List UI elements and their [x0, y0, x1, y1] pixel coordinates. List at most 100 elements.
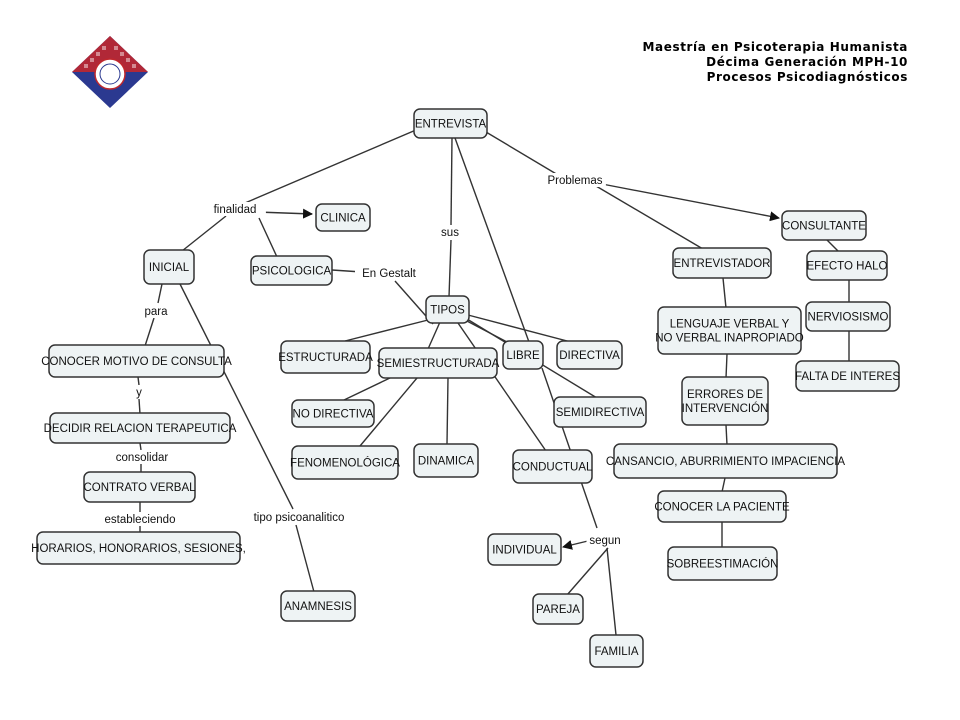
concept-node-entrevista: ENTREVISTA [413, 108, 488, 139]
concept-node-box [553, 396, 647, 428]
header-line-course: Procesos Psicodiagnósticos [706, 70, 908, 84]
concept-node-label: FALTA DE INTERES [795, 371, 900, 383]
header-title-block: Maestría en Psicoterapia Humanista Décim… [642, 40, 908, 85]
linking-phrase-text: sus [441, 227, 459, 239]
concept-node-box [795, 360, 900, 392]
concept-node-box [250, 255, 333, 286]
concept-node-fenomenologica: FENOMENOLÓGICA [290, 445, 400, 480]
concept-node-label: CLINICA [320, 213, 366, 225]
concept-node-label: CONTRATO VERBAL [83, 482, 196, 494]
concept-node-psicologica: PSICOLOGICA [250, 255, 333, 286]
concept-node-label: SEMIDIRECTIVA [556, 407, 645, 419]
edge-semiestructurada-to-dinamica [446, 377, 449, 445]
concept-node-label: ESTRUCTURADA [278, 352, 373, 364]
concept-node-label: SEMIESTRUCTURADA [377, 358, 500, 370]
edge-semiestructurada-to-no-directiva [343, 376, 393, 401]
concept-node-label: CONSULTANTE [782, 221, 866, 233]
concept-node-label: TIPOS [430, 305, 465, 317]
concept-node-label: CANSANCIO, ABURRIMIENTO IMPACIENCIA [606, 456, 846, 468]
concept-node-entrevistador: ENTREVISTADOR [672, 247, 772, 279]
concept-node-label: ENTREVISTADOR [674, 258, 771, 270]
concept-node-label: CONOCER MOTIVO DE CONSULTA [41, 356, 232, 368]
concept-node-box [487, 533, 562, 566]
concept-node-tipos: TIPOS [425, 295, 470, 324]
concept-node-box [556, 340, 623, 370]
concept-node-box [36, 531, 241, 565]
concept-node-box [672, 247, 772, 279]
concept-node-label: INTERVENCIÓN [682, 402, 769, 415]
linking-phrase-sus: sus [437, 225, 463, 239]
edge-decidir-to-consolidar [139, 442, 142, 451]
linking-phrase-tipo-psicoanalitico: tipo psicoanalitico [237, 510, 361, 524]
edge-y-to-decidir [138, 398, 141, 415]
concept-node-label: DINAMICA [418, 456, 475, 468]
concept-node-box [291, 399, 375, 428]
edge-entrevistador-to-lenguaje [722, 277, 727, 309]
linking-phrases: finalidadsusProblemasparayconsolidaresta… [96, 173, 624, 547]
concept-node-box [781, 210, 867, 241]
concept-node-box [413, 108, 488, 139]
edge-problemas-to-entrevistador [595, 185, 704, 250]
logo-diamond [72, 36, 148, 108]
concept-node-box [49, 412, 231, 444]
concept-node-horarios: HORARIOS, HONORARIOS, SESIONES, [31, 531, 246, 565]
concept-node-semiestructurada: SEMIESTRUCTURADA [377, 347, 500, 379]
edge-tipos-to-conductual [457, 322, 547, 452]
linking-phrase-text: finalidad [214, 204, 257, 216]
concept-node-box [532, 593, 584, 625]
concept-node-directiva: DIRECTIVA [556, 340, 623, 370]
concept-node-label: PSICOLOGICA [252, 266, 332, 278]
concept-node-label: DECIDIR RELACION TERAPEUTICA [44, 423, 237, 435]
concept-node-label: ANAMNESIS [284, 601, 352, 613]
concept-node-box [589, 634, 644, 668]
edge-errores-to-cansancio [725, 424, 728, 446]
concept-node-label: INDIVIDUAL [492, 545, 557, 557]
concept-node-label: LIBRE [506, 350, 540, 362]
edge-finalidad-to-inicial [181, 215, 227, 252]
edge-para-to-conocer-motivo [144, 317, 155, 347]
edge-inicial-to-tipo-psicoanalitico [179, 283, 294, 510]
concept-node-label: PAREJA [536, 604, 580, 616]
concept-node-box [512, 449, 593, 484]
concept-node-label: SOBREESTIMACIÓN [667, 558, 779, 571]
edge-consultante-to-efecto-halo [826, 239, 840, 253]
concept-node-label: LENGUAJE VERBAL Y [670, 319, 790, 331]
edge-tipo-psicoanalitico-to-anamnesis [295, 524, 315, 593]
concept-node-label: CONDUCTUAL [513, 462, 593, 474]
edge-conocer-motivo-to-y [137, 376, 140, 386]
concept-node-label: INICIAL [149, 262, 190, 274]
concept-node-label: NO DIRECTIVA [293, 409, 374, 421]
edge-entrevista-to-sus [450, 137, 453, 226]
linking-phrase-segun: segun [586, 533, 624, 547]
edge-inicial-to-para [157, 283, 163, 304]
concept-node-label: CONOCER LA PACIENTE [654, 502, 790, 514]
linking-phrase-text: En Gestalt [362, 268, 416, 280]
concept-nodes: ENTREVISTA CLINICA INICIAL PSICOLOGICA TIPOS… [31, 108, 900, 668]
concept-node-consultante: CONSULTANTE [781, 210, 867, 241]
edge-semiestructurada-to-fenomenologica [359, 377, 418, 447]
concept-node-label: EFECTO HALO [807, 261, 888, 273]
edge-segun-to-pareja [566, 547, 609, 596]
concept-node-box [413, 443, 479, 478]
edge-segun-to-familia [606, 547, 617, 636]
concept-node-box [291, 445, 399, 480]
concept-node-conocer-paciente: CONOCER LA PACIENTE [654, 490, 790, 523]
edge-entrevista-to-libre [454, 137, 530, 343]
concept-node-box [425, 295, 470, 324]
linking-phrase-text: segun [589, 535, 620, 547]
linking-phrase-text: Problemas [548, 175, 603, 187]
edge-finalidad-to-psicologica [258, 217, 278, 258]
linking-phrase-para: para [140, 304, 172, 318]
linking-phrase-text: para [144, 306, 168, 318]
concept-node-estructurada: ESTRUCTURADA [278, 340, 373, 374]
linking-phrase-estableciendo: estableciendo [96, 512, 184, 526]
edge-tipos-to-estructurada [344, 318, 433, 342]
concept-node-label: FAMILIA [594, 646, 638, 658]
concept-node-libre: LIBRE [502, 340, 544, 370]
concept-node-box [502, 340, 544, 370]
linking-phrase-text: consolidar [116, 452, 169, 464]
concept-node-label: ENTREVISTA [415, 119, 487, 131]
concept-node-no-directiva: NO DIRECTIVA [291, 399, 375, 428]
